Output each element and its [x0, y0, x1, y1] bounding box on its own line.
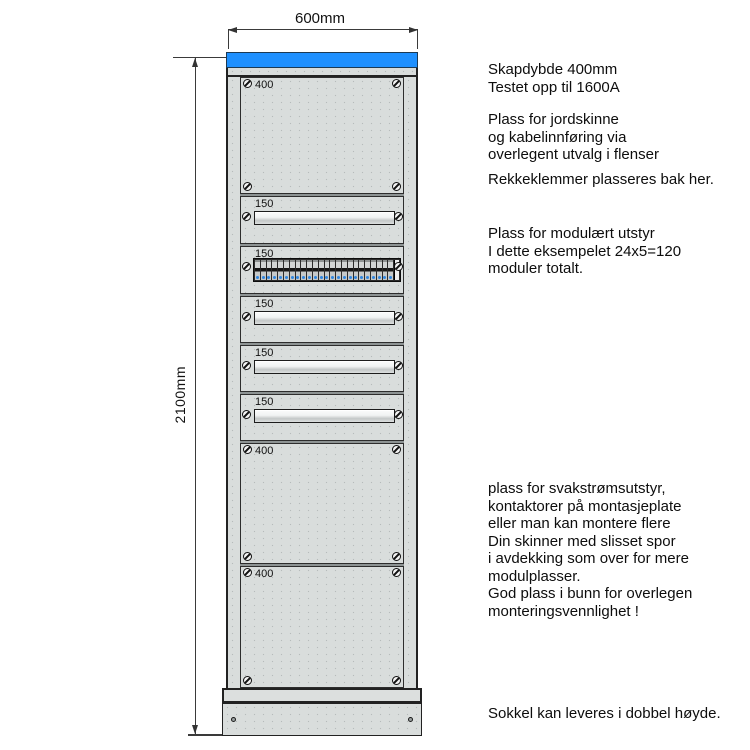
breaker-module: [359, 260, 365, 280]
breaker-module: [283, 260, 289, 280]
width-dim-arrow-left: [228, 27, 237, 33]
annotation-low-current-space: plass for svakstrømsutstyr, kontaktorer …: [488, 480, 693, 620]
breaker-module: [336, 260, 341, 280]
cabinet-plinth: [222, 703, 422, 736]
din-cover-slot: [254, 311, 395, 325]
breaker-module: [388, 260, 394, 280]
width-dim-extension-right: [417, 30, 418, 49]
cabinet-panels: 400 150 150 150 150 150 400 400: [240, 77, 404, 688]
annotation-terminal-blocks: Rekkeklemmer plasseres bak her.: [488, 171, 714, 188]
height-dim-arrow-bottom: [192, 725, 198, 734]
screw-icon: [242, 262, 251, 271]
plinth-screw-icon: [408, 717, 413, 722]
screw-icon: [392, 445, 401, 454]
section-height-label: 150: [255, 347, 274, 359]
cabinet-top-frame: [226, 68, 418, 77]
breaker-module: [289, 260, 295, 280]
screw-icon: [243, 182, 252, 191]
breaker-module: [382, 260, 388, 280]
din-cover-slot: [254, 211, 395, 225]
breaker-module: [365, 260, 370, 280]
din-module-row: [253, 258, 401, 282]
cabinet-top-bar: [226, 52, 418, 68]
section-height-label: 400: [255, 445, 274, 457]
height-dim-extension-top: [173, 57, 227, 58]
breaker-module: [272, 260, 278, 280]
cabinet-section-blank-400: 400: [240, 77, 404, 194]
breaker-module: [370, 260, 376, 280]
height-dim-extension-bottom: [188, 734, 228, 736]
breaker-module: [330, 260, 336, 280]
plinth-screw-icon: [231, 717, 236, 722]
cabinet-section-slot-150: 150: [240, 345, 404, 392]
breaker-module: [295, 260, 301, 280]
width-dim-extension-left: [228, 30, 229, 49]
screw-icon: [243, 552, 252, 561]
screw-icon: [394, 212, 403, 221]
cabinet-body: 400 150 150 150 150 150 400 400: [226, 77, 418, 688]
screw-icon: [394, 361, 403, 370]
section-height-label: 150: [255, 198, 274, 210]
din-cover-slot: [254, 360, 395, 374]
section-height-label: 400: [255, 79, 274, 91]
width-dim-arrow-right: [409, 27, 418, 33]
screw-icon: [392, 568, 401, 577]
screw-icon: [394, 262, 403, 271]
screw-icon: [242, 212, 251, 221]
width-dimension-label: 600mm: [294, 10, 346, 27]
breaker-module: [266, 260, 272, 280]
breaker-module: [353, 260, 359, 280]
breaker-module: [324, 260, 330, 280]
annotation-plinth: Sokkel kan leveres i dobbel høyde.: [488, 705, 721, 722]
annotation-cabinet-depth: Skapdybde 400mm Testet opp til 1600A: [488, 61, 620, 96]
screw-icon: [392, 676, 401, 685]
annotation-earth-busbar: Plass for jordskinne og kabelinnføring v…: [488, 111, 659, 163]
screw-icon: [392, 79, 401, 88]
din-cover-slot: [254, 409, 395, 423]
breaker-module: [347, 260, 353, 280]
breaker-module: [255, 260, 260, 280]
breaker-module: [307, 260, 312, 280]
screw-icon: [243, 568, 252, 577]
breaker-module: [278, 260, 283, 280]
cabinet-section-modules-150: 150: [240, 246, 404, 294]
breaker-module: [376, 260, 382, 280]
cabinet-section-blank-400: 400: [240, 443, 404, 564]
height-dimension-label: 2100mm: [172, 366, 188, 424]
breaker-module: [312, 260, 318, 280]
cabinet-bottom-frame: [222, 688, 422, 703]
screw-icon: [242, 312, 251, 321]
breaker-module: [301, 260, 307, 280]
height-dimension-line: [195, 58, 196, 734]
screw-icon: [392, 552, 401, 561]
cabinet: 400 150 150 150 150 150 400 400: [222, 52, 422, 736]
breaker-module: [318, 260, 324, 280]
width-dimension-line: [228, 29, 418, 30]
cabinet-section-slot-150: 150: [240, 196, 404, 244]
breaker-module: [341, 260, 347, 280]
screw-icon: [243, 79, 252, 88]
annotation-modular-equipment: Plass for modulært utstyr I dette eksemp…: [488, 225, 682, 277]
height-dim-arrow-top: [192, 58, 198, 67]
section-height-label: 150: [255, 396, 274, 408]
screw-icon: [243, 676, 252, 685]
screw-icon: [392, 182, 401, 191]
section-height-label: 150: [255, 248, 274, 260]
screw-icon: [242, 410, 251, 419]
cabinet-rail-right: [403, 77, 416, 688]
section-height-label: 400: [255, 568, 274, 580]
cabinet-section-slot-150: 150: [240, 394, 404, 441]
section-height-label: 150: [255, 298, 274, 310]
cabinet-section-blank-400: 400: [240, 566, 404, 688]
cabinet-section-slot-150: 150: [240, 296, 404, 343]
screw-icon: [242, 361, 251, 370]
breaker-module: [260, 260, 266, 280]
screw-icon: [394, 312, 403, 321]
screw-icon: [243, 445, 252, 454]
screw-icon: [394, 410, 403, 419]
